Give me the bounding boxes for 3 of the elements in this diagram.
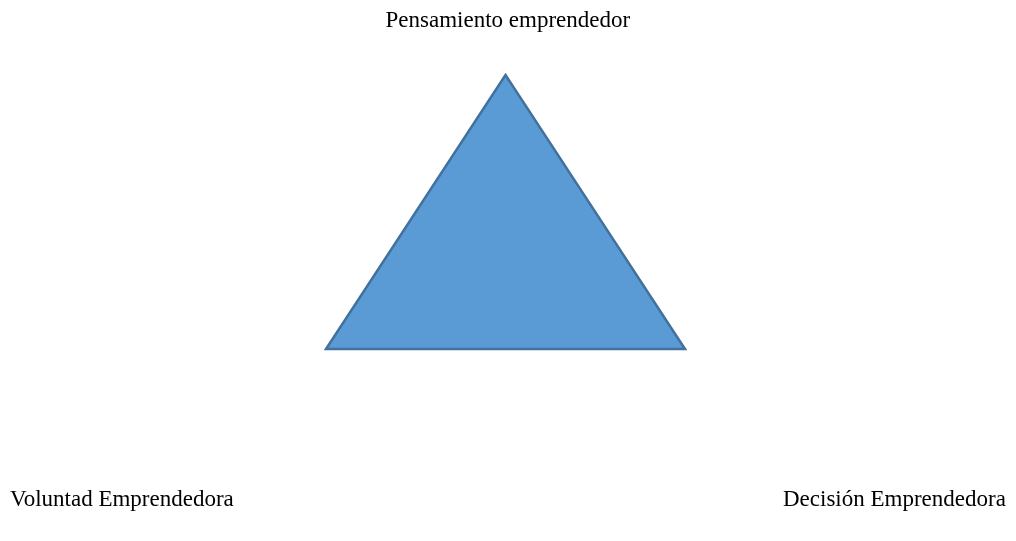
corner-label: Voluntad Emprendedora xyxy=(10,487,234,510)
corner-label: Decisión Emprendedora xyxy=(783,487,1006,510)
corner-label: Pensamiento emprendedor xyxy=(385,8,631,31)
